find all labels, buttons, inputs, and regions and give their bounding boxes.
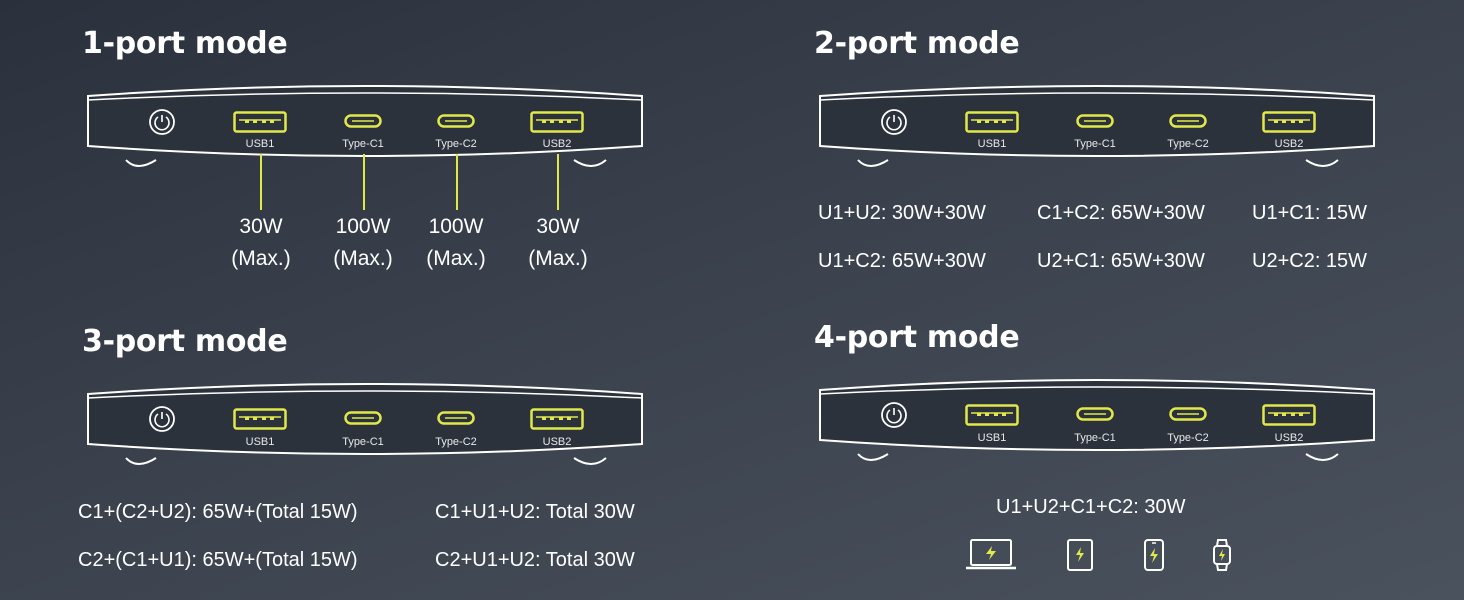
usb-c-port-icon: [437, 411, 475, 425]
port-label-usb2: USB2: [542, 138, 572, 150]
power-icon[interactable]: [880, 108, 908, 136]
port-label-type-c2: Type-C2: [435, 436, 477, 448]
power-icon[interactable]: [880, 401, 908, 429]
charger-device-mode4: [814, 376, 1380, 466]
port-label-type-c2: Type-C2: [435, 138, 477, 150]
usb-c-port-icon: [437, 114, 475, 128]
power-icon[interactable]: [148, 108, 176, 136]
port-label-usb2: USB2: [1274, 138, 1304, 150]
combo-item: U1+U2+C1+C2: 30W: [996, 496, 1186, 518]
combo-item: U1+U2: 30W+30W: [818, 202, 986, 224]
watt-value: 100W: [335, 215, 391, 238]
usb-c-port-icon: [1169, 114, 1207, 128]
watt-value: 30W: [239, 215, 283, 238]
usb-c-port-icon: [344, 114, 382, 128]
port-label-type-c1: Type-C1: [1074, 138, 1116, 150]
mode2-title: 2-port mode: [814, 26, 1020, 61]
port-label-usb2: USB2: [542, 436, 572, 448]
watt-value: 100W: [428, 215, 484, 238]
max-label: (Max.): [231, 247, 291, 270]
connector-line: [557, 154, 559, 210]
usb-a-port-icon: [530, 111, 584, 133]
port-label-type-c2: Type-C2: [1167, 432, 1209, 444]
phone-icon: [1144, 539, 1164, 571]
watt-value: 30W: [536, 215, 580, 238]
max-label: (Max.): [333, 247, 393, 270]
connector-line: [260, 154, 262, 210]
usb-a-port-icon: [530, 408, 584, 430]
usb-a-port-icon: [233, 408, 287, 430]
mode3-title: 3-port mode: [82, 324, 288, 359]
combo-item: C1+U1+U2: Total 30W: [435, 501, 635, 523]
output-usb2: 30W (Max.): [513, 211, 603, 275]
laptop-icon: [966, 539, 1016, 570]
combo-item: C2+U1+U2: Total 30W: [435, 549, 635, 571]
port-label-usb1: USB1: [245, 138, 275, 150]
usb-a-port-icon: [1262, 111, 1316, 133]
port-label-usb1: USB1: [977, 138, 1007, 150]
mode4-title: 4-port mode: [814, 320, 1020, 355]
usb-a-port-icon: [965, 404, 1019, 426]
port-label-type-c1: Type-C1: [342, 436, 384, 448]
port-label-type-c2: Type-C2: [1167, 138, 1209, 150]
usb-c-port-icon: [1076, 114, 1114, 128]
combo-item: U2+C2: 15W: [1252, 250, 1368, 272]
combo-item: U2+C1: 65W+30W: [1037, 250, 1205, 272]
watch-icon: [1213, 539, 1231, 571]
connector-line: [456, 154, 458, 210]
usb-c-port-icon: [1169, 407, 1207, 421]
usb-a-port-icon: [1262, 404, 1316, 426]
port-label-type-c1: Type-C1: [1074, 432, 1116, 444]
combo-item: C1+(C2+U2): 65W+(Total 15W): [78, 501, 358, 523]
port-label-usb1: USB1: [245, 436, 275, 448]
combo-item: C1+C2: 65W+30W: [1037, 202, 1205, 224]
port-label-usb2: USB2: [1274, 432, 1304, 444]
usb-c-port-icon: [344, 411, 382, 425]
power-icon[interactable]: [148, 405, 176, 433]
usb-a-port-icon: [965, 111, 1019, 133]
output-type-c1: 100W (Max.): [318, 211, 408, 275]
max-label: (Max.): [426, 247, 486, 270]
output-type-c2: 100W (Max.): [411, 211, 501, 275]
output-usb1: 30W (Max.): [216, 211, 306, 275]
usb-c-port-icon: [1076, 407, 1114, 421]
combo-item: U1+C2: 65W+30W: [818, 250, 986, 272]
port-label-type-c1: Type-C1: [342, 138, 384, 150]
connector-line: [363, 154, 365, 210]
combo-item: C2+(C1+U1): 65W+(Total 15W): [78, 549, 358, 571]
max-label: (Max.): [528, 247, 588, 270]
port-label-usb1: USB1: [977, 432, 1007, 444]
tablet-icon: [1067, 539, 1093, 571]
usb-a-port-icon: [233, 111, 287, 133]
charger-device-mode3: [82, 380, 648, 470]
mode1-title: 1-port mode: [82, 26, 288, 61]
combo-item: U1+C1: 15W: [1252, 202, 1368, 224]
